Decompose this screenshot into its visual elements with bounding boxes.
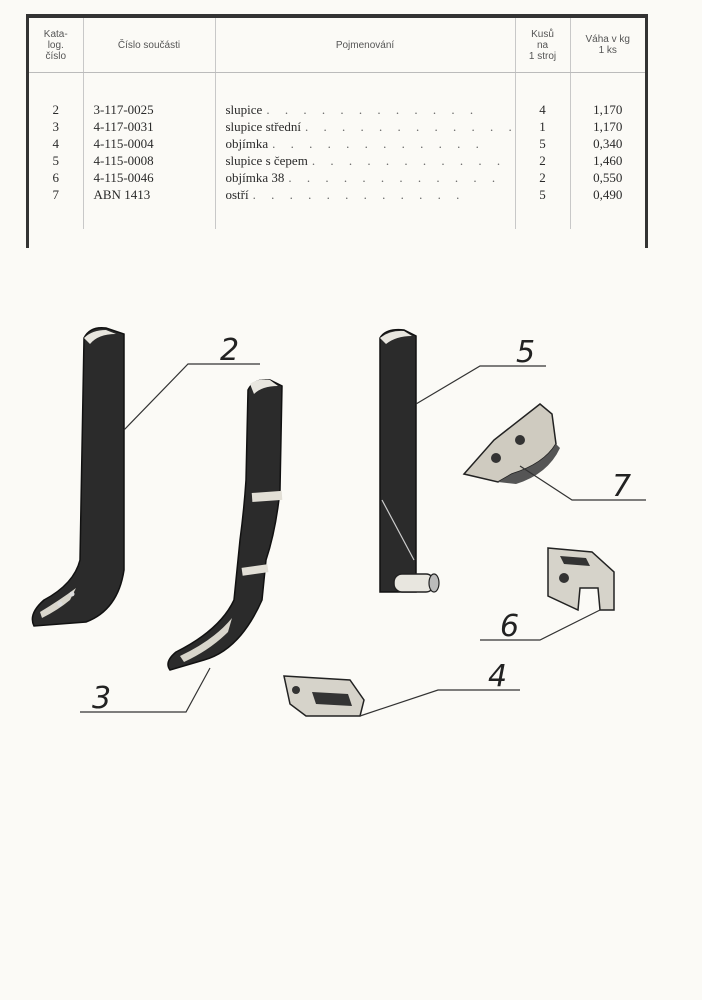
part-name-cell: objímka. . . . . . . . . . . . (215, 135, 516, 152)
center-shank-part-3 (167, 378, 283, 671)
part-name-text: slupice (225, 102, 267, 117)
weight-cell: 1,170 (593, 119, 623, 134)
part-number-cell: 4-115-0004 (83, 135, 216, 152)
catalog-number-cell: 7 (29, 186, 84, 203)
catalog-number-cell: 3 (29, 118, 84, 135)
weight-cell: 0,340 (593, 136, 623, 151)
callout-label-2: 2 (220, 333, 239, 368)
part-number-cell: 4-115-0008 (83, 152, 216, 169)
weight-cell: 0,490 (593, 187, 623, 202)
part-number-cell: 4-115-0046 (83, 169, 216, 186)
part-name-text: slupice s čepem (225, 153, 312, 168)
part-name-cell: slupice s čepem. . . . . . . . . . . . (215, 152, 516, 169)
part-number-cell: 3-117-0025 (83, 101, 216, 118)
callout-label-3: 3 (92, 681, 111, 716)
pin-shank-part-5 (379, 328, 440, 593)
clamp-38-part-6 (547, 547, 615, 612)
clamp-part-4 (283, 675, 365, 717)
callout-label-6: 6 (500, 609, 519, 644)
table-header-row: Kata- log. číslo Číslo součásti Pojmenov… (29, 18, 645, 73)
quantity-cell: 5 (515, 186, 571, 203)
leader-dots: . . . . . . . . . . . . (252, 187, 466, 202)
part-name-cell: slupice střední. . . . . . . . . . . . (215, 118, 516, 135)
leader-dots: . . . . . . . . . . . . (311, 153, 515, 168)
leader-dots: . . . . . . . . . . . . (288, 170, 502, 185)
quantity-cell: 2 (515, 169, 571, 186)
leader-lines (80, 363, 646, 717)
shank-part-2 (31, 326, 125, 627)
parts-illustration: 2 3 5 7 6 4 (31, 326, 646, 717)
quantity-cell: 4 (515, 101, 571, 118)
callout-label-4: 4 (488, 659, 507, 694)
callout-label-5: 5 (516, 335, 535, 370)
header-catalog-number: Kata- log. číslo (29, 18, 84, 73)
parts-table: Kata- log. číslo Číslo součásti Pojmenov… (26, 14, 648, 248)
catalog-number-cell: 4 (29, 135, 84, 152)
header-quantity: Kusů na 1 stroj (515, 18, 571, 73)
weight-cell: 1,170 (593, 102, 623, 117)
weight-cell: 1,460 (593, 153, 623, 168)
part-name-text: objímka (225, 136, 273, 151)
part-name-cell: slupice. . . . . . . . . . . . (215, 101, 516, 118)
catalog-number-cell: 5 (29, 152, 84, 169)
quantity-cell: 2 (515, 152, 571, 169)
callout-label-7: 7 (612, 469, 631, 504)
header-name: Pojmenování (215, 18, 516, 73)
table-spacer-row (29, 72, 645, 101)
part-name-cell: objímka 38. . . . . . . . . . . . (215, 169, 516, 186)
table-tail-row (29, 203, 645, 229)
part-name-text: slupice střední (225, 119, 305, 134)
part-number-cell: 4-117-0031 (83, 118, 216, 135)
quantity-cell: 1 (515, 118, 571, 135)
part-name-cell: ostří. . . . . . . . . . . . (215, 186, 516, 203)
part-name-text: ostří (225, 187, 253, 202)
leader-dots: . . . . . . . . . . . . (304, 119, 515, 134)
catalog-number-cell: 2 (29, 101, 84, 118)
part-number-cell: ABN 1413 (83, 186, 216, 203)
share-part-7 (462, 403, 560, 484)
part-name-text: objímka 38 (225, 170, 289, 185)
weight-cell: 0,550 (593, 170, 623, 185)
leader-dots: . . . . . . . . . . . . (266, 102, 480, 117)
leader-dots: . . . . . . . . . . . . (272, 136, 485, 151)
quantity-cell: 5 (515, 135, 571, 152)
catalog-number-cell: 6 (29, 169, 84, 186)
header-weight: Váha v kg 1 ks (570, 18, 645, 73)
header-part-number: Číslo součásti (83, 18, 216, 73)
